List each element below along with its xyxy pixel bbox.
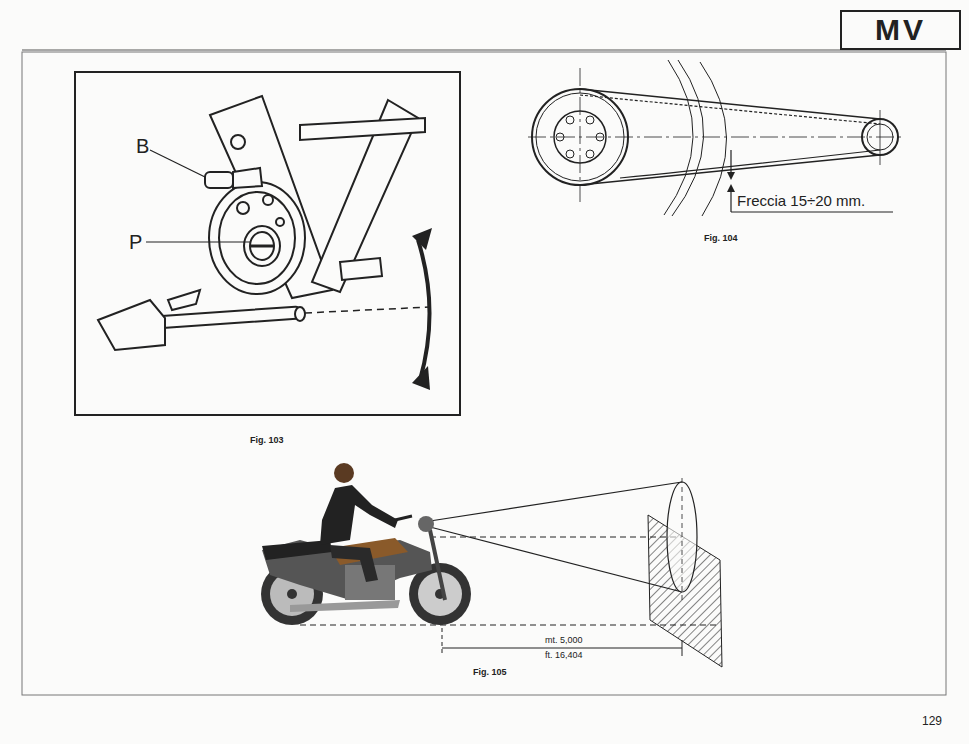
badge-text: MV (875, 13, 926, 47)
figure-caption: Fig. 104 (704, 234, 738, 244)
page-number: 129 (922, 715, 942, 728)
section-badge: MV (840, 10, 961, 50)
part-letter: P (129, 231, 142, 253)
part-letter: B (136, 135, 149, 157)
figure-caption: Fig. 103 (250, 436, 284, 446)
figure-caption: Fig. 105 (473, 668, 507, 678)
distance-label: mt. 5,000 (545, 636, 583, 646)
distance-label: ft. 16,404 (545, 651, 583, 661)
dimension-note: Freccia 15÷20 mm. (737, 193, 865, 210)
